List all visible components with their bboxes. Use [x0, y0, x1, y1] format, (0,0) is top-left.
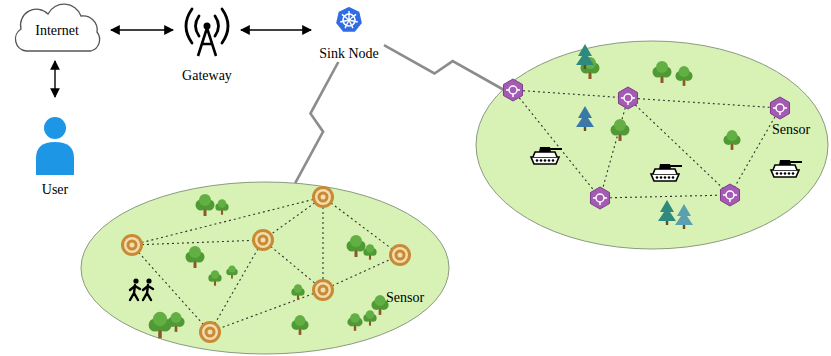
person-icon	[143, 278, 153, 300]
tree-icon	[363, 244, 376, 259]
field-ellipse	[81, 182, 449, 354]
user-node: User	[22, 100, 88, 198]
label-holder: User	[22, 180, 88, 198]
gateway-node: Gateway	[176, 4, 238, 86]
sensor-icon	[503, 79, 522, 101]
mesh-links	[513, 90, 780, 198]
pine-tree-icon	[658, 200, 676, 225]
tree-icon	[291, 315, 308, 335]
sensor-field: Sensor	[80, 181, 450, 355]
wireless-link	[384, 45, 503, 89]
sensor-icon	[312, 279, 334, 301]
tree-icon	[371, 295, 388, 315]
tree-icon	[653, 61, 672, 83]
tank-icon	[651, 164, 682, 181]
field-illustration	[503, 44, 802, 229]
sensor-icon	[720, 184, 739, 206]
pine-tree-icon	[576, 106, 594, 131]
pine-tree-icon	[675, 204, 693, 229]
person-icon	[130, 278, 140, 300]
tank-icon	[531, 147, 562, 164]
sensor-field: Sensor	[475, 40, 829, 250]
node-shape	[80, 181, 450, 355]
field-ellipse	[476, 41, 828, 249]
internet-cloud: Internet	[6, 4, 108, 58]
tree-icon	[208, 270, 221, 285]
label-holder: Internet	[6, 21, 108, 39]
double-arrow	[241, 29, 311, 30]
node-label: User	[42, 182, 68, 197]
tree-icon	[196, 194, 215, 216]
node-label: Gateway	[182, 68, 232, 83]
double-arrow	[111, 29, 173, 30]
sensor-icon	[252, 229, 274, 251]
cloud-outline	[15, 4, 99, 51]
sensor-icon	[590, 187, 609, 209]
tree-icon	[347, 235, 366, 257]
tree-icon	[347, 313, 362, 331]
tree-icon	[363, 310, 376, 325]
sink-node: Sink Node	[314, 2, 384, 62]
tree-icon	[149, 312, 172, 338]
tree-icon	[186, 246, 205, 268]
tree-icon	[675, 66, 692, 86]
sensor-icon	[199, 321, 221, 343]
mesh-links	[132, 197, 400, 332]
sensor-icon	[389, 244, 411, 266]
sensor-icon	[312, 186, 334, 208]
node-shape	[475, 40, 829, 250]
sensor-icon	[618, 87, 637, 109]
wireless-link	[295, 62, 338, 183]
sensor-icon	[121, 234, 143, 256]
node-label: Sink Node	[319, 46, 379, 61]
label-holder: Gateway	[176, 66, 238, 84]
tree-icon	[611, 119, 630, 141]
antenna-icon	[186, 9, 228, 56]
sink-icon	[335, 6, 362, 33]
sensor-icon	[770, 97, 789, 119]
field-illustration	[121, 186, 411, 343]
tree-icon	[167, 312, 184, 332]
sensor-label: Sensor	[386, 290, 424, 305]
label-holder: Sink Node	[314, 44, 384, 62]
user-icon	[36, 117, 74, 175]
tree-icon	[226, 265, 237, 278]
double-arrow	[54, 61, 55, 97]
pine-tree-icon	[576, 44, 594, 69]
node-label: Internet	[35, 23, 79, 38]
tank-icon	[771, 160, 802, 177]
label-holder: Sensor	[386, 288, 424, 306]
tree-icon	[291, 284, 304, 299]
tree-icon	[723, 130, 740, 150]
label-holder: Sensor	[772, 120, 810, 138]
tree-icon	[215, 199, 228, 214]
sensor-label: Sensor	[772, 122, 810, 137]
